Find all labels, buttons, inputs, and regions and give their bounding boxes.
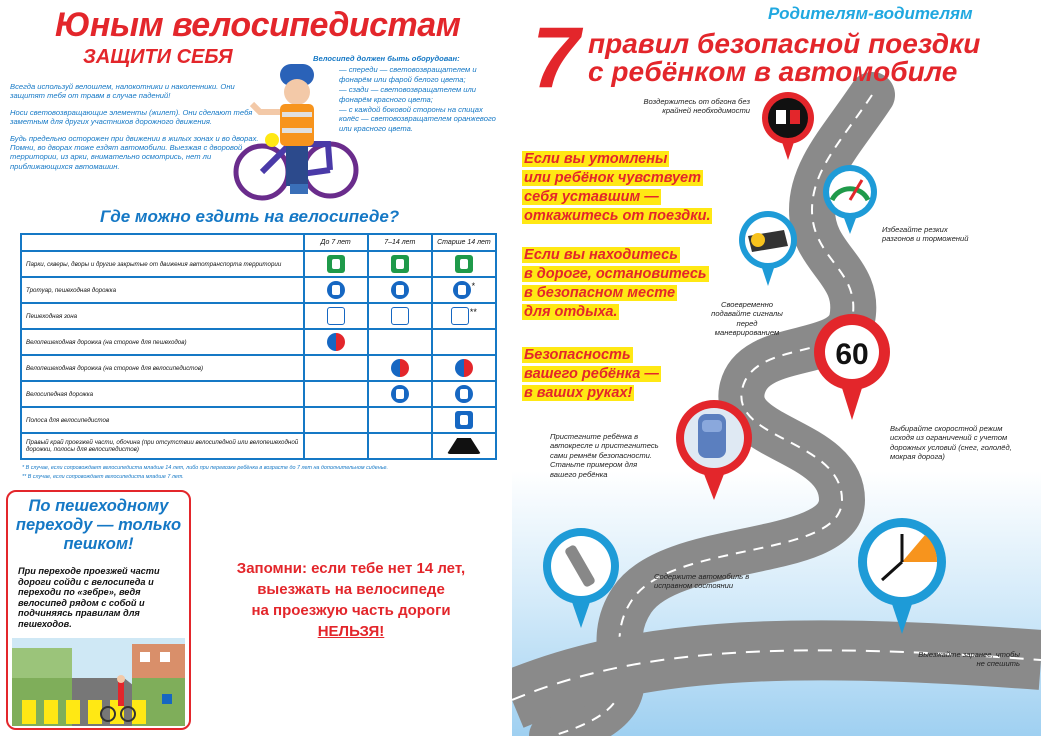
highlight-fatigue: Если вы утомлены или ребёнок чувствует с…: [522, 151, 713, 224]
rule-overtake-caption: Воздержитесь от обгона без крайней необх…: [643, 97, 750, 116]
riding-places-table: До 7 лет 7–14 лет Старше 14 лет Парки, с…: [20, 233, 498, 460]
row-label: Велосипедная дорожка: [20, 380, 305, 408]
right-page: 60 Родителям-водителям 7: [512, 0, 1041, 736]
bike-pedestrian-sign-icon: [326, 333, 345, 351]
cyclist-illustration: [233, 64, 359, 201]
child-seat-pin-icon: [676, 400, 752, 500]
row-label: Пешеходная зона: [20, 302, 305, 330]
wrench-pin-icon: [543, 528, 619, 628]
bike-path-sign-icon: [454, 385, 473, 403]
rule-seat-caption: Пристегните ребёнка в автокресле и прист…: [550, 432, 659, 479]
table-header-row: До 7 лет 7–14 лет Старше 14 лет: [20, 233, 498, 252]
speedometer-pin-icon: [823, 165, 877, 234]
advice-item: Всегда используй велошлем, налокотники и…: [10, 82, 235, 101]
speed-limit-pin-icon: 60: [814, 314, 890, 420]
row-label: Полоса для велосипедистов: [20, 406, 305, 434]
row-label: Велопешеходная дорожка (на стороне для п…: [20, 328, 305, 356]
speed-sign-value: 60: [835, 338, 868, 371]
table-row: Велопешеходная дорожка (на стороне для в…: [20, 354, 498, 382]
rules-title-line: правил безопасной поездки: [588, 28, 981, 59]
equipment-item: — спереди — световозвращателем и фонарём…: [339, 65, 477, 84]
bike-pedestrian-sign-icon: [390, 359, 409, 377]
pedestrian-zone-sign-icon: [390, 307, 409, 325]
park-sign-icon: [390, 255, 409, 273]
advice-item: Носи световозвращающие элементы (жилет).…: [10, 107, 253, 127]
pedestrian-sign-icon: [326, 281, 345, 299]
row-label: Парки, скверы, дворы и другие закрытые о…: [20, 250, 305, 278]
equipment-block: Велосипед должен быть оборудован: — спер…: [313, 54, 503, 134]
winding-road-illustration: 60: [512, 72, 1041, 736]
table-header: Старше 14 лет: [430, 233, 498, 252]
rules-title: правил безопасной поездки с ребёнком в а…: [588, 30, 980, 86]
table-title: Где можно ездить на велосипеде?: [100, 207, 400, 226]
pedestrian-sign-icon: [452, 281, 471, 299]
rule-signals-caption: Своевременно подавайте сигналы перед ман…: [711, 300, 783, 338]
row-label: Велопешеходная дорожка (на стороне для в…: [20, 354, 305, 382]
page-title: Юным велосипедистам: [55, 6, 461, 44]
highlight-safety: Безопасность вашего ребёнка — в ваших ру…: [522, 347, 661, 401]
no-overtaking-pin-icon: [762, 92, 814, 160]
rule-speed-caption: Выбирайте скоростной режим исходя из огр…: [890, 424, 1012, 462]
rule-early-caption: Выезжайте заранее, чтобы не спешить: [918, 650, 1020, 669]
road-edge-icon: [446, 438, 481, 454]
bike-lane-sign-icon: [454, 411, 473, 429]
table-row: Велопешеходная дорожка (на стороне для п…: [20, 328, 498, 356]
turn-signal-pin-icon: [739, 211, 797, 286]
pedestrian-zone-sign-icon: [326, 307, 345, 325]
clock-pin-icon: [858, 518, 946, 634]
remember-note: Запомни: если тебе нет 14 лет, выезжать …: [200, 558, 502, 642]
table-header: [20, 233, 305, 252]
page-subtitle: ЗАЩИТИ СЕБЯ: [83, 46, 233, 68]
rule-accel-caption: Избегайте резких разгонов и торможений: [882, 225, 969, 244]
pedestrian-zone-sign-icon: [450, 307, 469, 325]
equipment-item: — сзади — световозвращателем или фонарём…: [339, 85, 477, 104]
footnote: * В случае, если сопровождает велосипеди…: [22, 465, 389, 471]
table-header: 7–14 лет: [366, 233, 433, 252]
park-sign-icon: [454, 255, 473, 273]
footnote: ** В случае, если сопровождает велосипед…: [22, 474, 184, 480]
crossing-illustration: [12, 638, 185, 726]
bike-path-sign-icon: [390, 385, 409, 403]
remember-line: на проезжую часть дороги: [251, 602, 451, 619]
rules-count: 7: [532, 10, 580, 106]
advice-block: Всегда используй велошлем, налокотники и…: [10, 82, 260, 178]
rules-title-line: с ребёнком в автомобиле: [588, 56, 958, 87]
remember-line: выезжать на велосипеде: [257, 581, 445, 598]
table-row: Пешеходная зона **: [20, 302, 498, 330]
equipment-item: — с каждой боковой стороны на спицах кол…: [339, 105, 496, 133]
pedestrian-crossing-box: По пешеходному переходу — только пешком!…: [6, 490, 191, 730]
table-row: Тротуар, пешеходная дорожка *: [20, 276, 498, 304]
left-page: Юным велосипедистам ЗАЩИТИ СЕБЯ Всегда и…: [0, 0, 512, 736]
park-sign-icon: [326, 255, 345, 273]
rule-repair-caption: Содержите автомобиль в исправном состоян…: [654, 572, 750, 591]
pedestrian-box-title: По пешеходному переходу — только пешком!: [15, 497, 182, 553]
row-label: Тротуар, пешеходная дорожка: [20, 276, 305, 304]
table-header: До 7 лет: [302, 233, 369, 252]
table-notes: * В случае, если сопровождает велосипеди…: [22, 464, 388, 482]
audience-header: Родителям-водителям: [768, 4, 973, 23]
table-row: Парки, скверы, дворы и другие закрытые о…: [20, 250, 498, 278]
remember-line: Запомни: если тебе нет 14 лет,: [236, 560, 466, 577]
pedestrian-box-text: При переходе проезжей части дороги сойди…: [18, 566, 160, 629]
bike-pedestrian-sign-icon: [454, 359, 473, 377]
remember-warning: НЕЛЬЗЯ!: [317, 623, 385, 640]
pedestrian-sign-icon: [390, 281, 409, 299]
table-row: Полоса для велосипедистов: [20, 406, 498, 434]
highlight-rest: Если вы находитесь в дороге, остановитес…: [522, 247, 709, 320]
advice-item: Будь предельно осторожен при движении в …: [10, 133, 259, 171]
table-row: Велосипедная дорожка: [20, 380, 498, 408]
table-row: Правый край проезжей части, обочина (при…: [20, 432, 498, 460]
equipment-heading: Велосипед должен быть оборудован:: [313, 54, 460, 63]
row-label: Правый край проезжей части, обочина (при…: [20, 432, 305, 460]
